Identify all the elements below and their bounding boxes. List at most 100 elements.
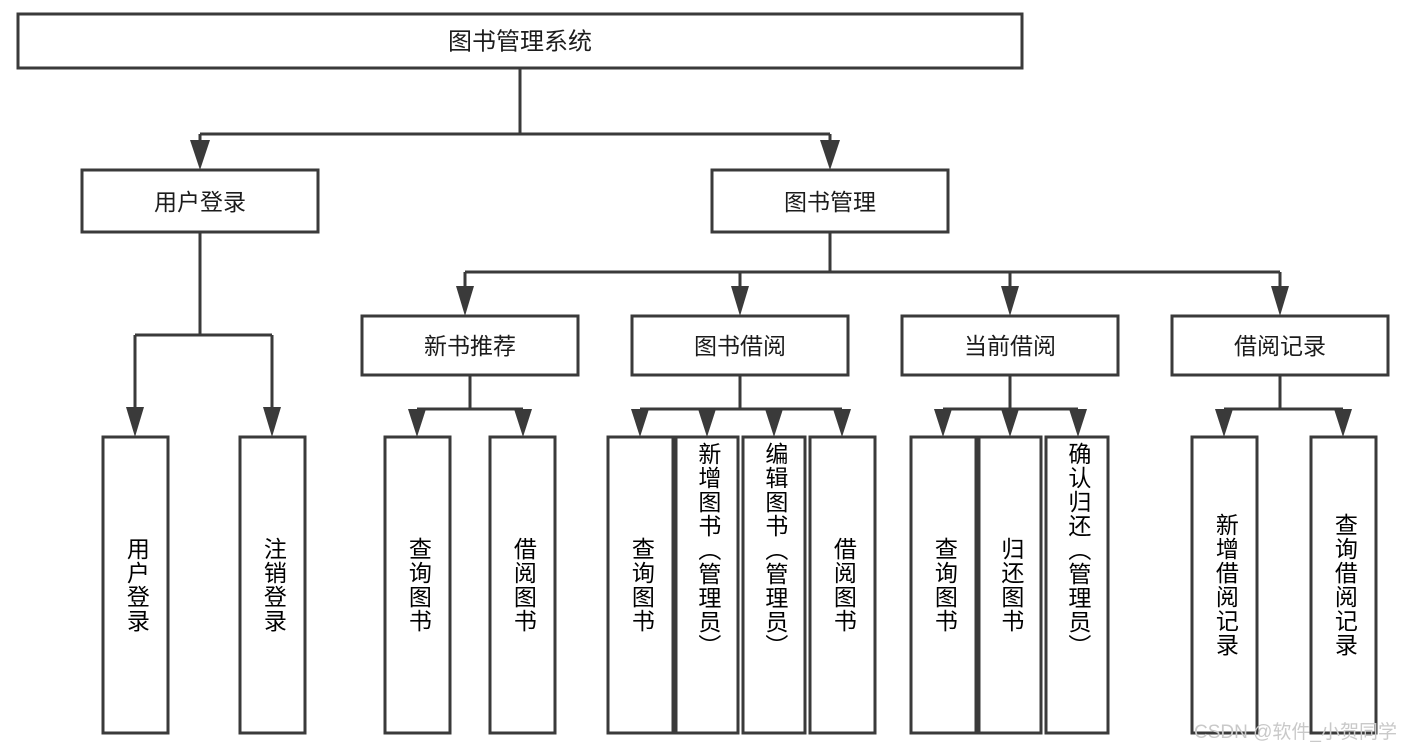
arrow-head-borrowrecord bbox=[1271, 286, 1289, 316]
leaf-user-login-do-label: 用户登录 bbox=[123, 537, 150, 633]
leaf-query-borrow-record[interactable]: 查询借阅记录 bbox=[1309, 435, 1378, 735]
connector-group-borrowrecord bbox=[1215, 375, 1352, 437]
leaf-edit-book-admin-label: 编辑图书（管理员） bbox=[761, 442, 788, 658]
leaf-query-borrow-record-label: 查询借阅记录 bbox=[1331, 513, 1358, 657]
leaf-query-borrow-record-box[interactable] bbox=[1309, 435, 1378, 735]
leaf-logout-box[interactable] bbox=[238, 435, 307, 735]
leaf-borrow-query-book[interactable]: 查询图书 bbox=[606, 435, 675, 735]
arrow-head-bookmgmt bbox=[820, 140, 840, 170]
arrow-head-currentborrow-leaf-2 bbox=[1001, 409, 1019, 437]
arrow-head-bookborrow-leaf-2 bbox=[698, 409, 716, 437]
leaf-current-query-book-box[interactable] bbox=[909, 435, 978, 735]
arrow-head-bookborrow-leaf-4 bbox=[833, 409, 851, 437]
leaf-recommend-query-book-label: 查询图书 bbox=[405, 537, 432, 633]
node-book-borrow-label: 图书借阅 bbox=[694, 333, 786, 359]
leaf-borrow-book[interactable]: 借阅图书 bbox=[808, 435, 877, 735]
connector-group-root bbox=[190, 68, 840, 170]
arrow-head-borrowrecord-leaf-2 bbox=[1334, 409, 1352, 437]
leaf-edit-book-admin-box[interactable] bbox=[741, 435, 807, 735]
node-user-login[interactable]: 用户登录 bbox=[80, 168, 320, 234]
leaf-recommend-borrow-book-text-area: 借阅图书 bbox=[510, 537, 537, 633]
leaf-add-book-admin-text-area: 新增图书（管理员） bbox=[694, 442, 721, 658]
leaf-user-login-do-box[interactable] bbox=[101, 435, 170, 735]
node-borrow-record[interactable]: 借阅记录 bbox=[1170, 314, 1390, 377]
node-user-login-box[interactable] bbox=[80, 168, 320, 234]
connector-group-bookmgmt bbox=[456, 232, 1289, 316]
leaf-add-borrow-record-text-area: 新增借阅记录 bbox=[1212, 513, 1239, 657]
arrow-head-currentborrow bbox=[1001, 286, 1019, 316]
node-current-borrow-label: 当前借阅 bbox=[964, 333, 1056, 359]
leaf-add-borrow-record[interactable]: 新增借阅记录 bbox=[1190, 435, 1259, 735]
node-borrow-record-box[interactable] bbox=[1170, 314, 1390, 377]
node-book-management-label: 图书管理 bbox=[784, 189, 876, 215]
arrow-head-user-login-leaf bbox=[126, 407, 144, 437]
leaf-add-borrow-record-box[interactable] bbox=[1190, 435, 1259, 735]
leaf-borrow-book-label: 借阅图书 bbox=[830, 537, 857, 633]
leaf-logout[interactable]: 注销登录 bbox=[238, 435, 307, 735]
node-book-borrow-box[interactable] bbox=[630, 314, 850, 377]
arrow-head-borrowrecord-leaf-1 bbox=[1215, 409, 1233, 437]
node-new-book-recommend-box[interactable] bbox=[360, 314, 580, 377]
arrow-head-newbook-leaf-1 bbox=[408, 409, 426, 437]
leaf-confirm-return-admin[interactable]: 确认归还（管理员） bbox=[1044, 435, 1110, 735]
leaf-current-query-book[interactable]: 查询图书 bbox=[909, 435, 978, 735]
arrow-head-currentborrow-leaf-3 bbox=[1069, 409, 1087, 437]
node-current-borrow[interactable]: 当前借阅 bbox=[900, 314, 1120, 377]
node-current-borrow-box[interactable] bbox=[900, 314, 1120, 377]
leaf-borrow-query-book-label: 查询图书 bbox=[628, 537, 655, 633]
connector-group-bookborrow bbox=[631, 375, 851, 437]
node-new-book-recommend[interactable]: 新书推荐 bbox=[360, 314, 580, 377]
leaf-edit-book-admin-text-area: 编辑图书（管理员） bbox=[761, 442, 788, 658]
leaf-return-book-label: 归还图书 bbox=[997, 537, 1024, 633]
node-new-book-recommend-label: 新书推荐 bbox=[424, 333, 516, 359]
arrow-head-currentborrow-leaf-1 bbox=[934, 409, 952, 437]
leaf-return-book[interactable]: 归还图书 bbox=[977, 435, 1043, 735]
node-root-box[interactable] bbox=[16, 12, 1024, 70]
arrow-head-bookborrow bbox=[731, 286, 749, 316]
leaf-add-book-admin[interactable]: 新增图书（管理员） bbox=[674, 435, 740, 735]
leaf-borrow-query-book-text-area: 查询图书 bbox=[628, 537, 655, 633]
node-borrow-record-label: 借阅记录 bbox=[1234, 333, 1326, 359]
leaf-confirm-return-admin-label: 确认归还（管理员） bbox=[1064, 442, 1091, 658]
connector-group-currentborrow bbox=[934, 375, 1087, 437]
arrow-head-newbook-leaf-2 bbox=[514, 409, 532, 437]
leaf-recommend-query-book-text-area: 查询图书 bbox=[405, 537, 432, 633]
leaf-borrow-book-box[interactable] bbox=[808, 435, 877, 735]
arrow-head-userlogin bbox=[190, 140, 210, 170]
leaf-edit-book-admin[interactable]: 编辑图书（管理员） bbox=[741, 435, 807, 735]
leaf-recommend-borrow-book[interactable]: 借阅图书 bbox=[488, 435, 557, 735]
node-book-management[interactable]: 图书管理 bbox=[710, 168, 950, 234]
node-root-label: 图书管理系统 bbox=[448, 29, 592, 56]
leaf-logout-label: 注销登录 bbox=[260, 537, 287, 633]
leaf-confirm-return-admin-box[interactable] bbox=[1044, 435, 1110, 735]
leaf-recommend-query-book-box[interactable] bbox=[383, 435, 452, 735]
leaf-recommend-borrow-book-label: 借阅图书 bbox=[510, 537, 537, 633]
node-root-system[interactable]: 图书管理系统 bbox=[16, 12, 1024, 70]
leaf-logout-text-area: 注销登录 bbox=[260, 537, 287, 633]
leaf-query-borrow-record-text-area: 查询借阅记录 bbox=[1331, 513, 1358, 657]
leaf-confirm-return-admin-text-area: 确认归还（管理员） bbox=[1064, 442, 1091, 658]
leaf-user-login-do[interactable]: 用户登录 bbox=[101, 435, 170, 735]
leaf-add-borrow-record-label: 新增借阅记录 bbox=[1212, 513, 1239, 657]
leaf-borrow-query-book-box[interactable] bbox=[606, 435, 675, 735]
arrow-head-logout-leaf bbox=[263, 407, 281, 437]
leaf-current-query-book-text-area: 查询图书 bbox=[931, 537, 958, 633]
connector-group-newbook bbox=[408, 375, 532, 437]
leaf-borrow-book-text-area: 借阅图书 bbox=[830, 537, 857, 633]
leaf-return-book-box[interactable] bbox=[977, 435, 1043, 735]
leaf-recommend-borrow-book-box[interactable] bbox=[488, 435, 557, 735]
leaf-recommend-query-book[interactable]: 查询图书 bbox=[383, 435, 452, 735]
arrow-head-bookborrow-leaf-3 bbox=[765, 409, 783, 437]
arrow-head-newbook bbox=[456, 286, 474, 316]
node-user-login-label: 用户登录 bbox=[154, 189, 246, 215]
node-book-management-box[interactable] bbox=[710, 168, 950, 234]
leaf-user-login-do-text-area: 用户登录 bbox=[123, 537, 150, 633]
node-book-borrow[interactable]: 图书借阅 bbox=[630, 314, 850, 377]
leaf-current-query-book-label: 查询图书 bbox=[931, 537, 958, 633]
leaf-return-book-text-area: 归还图书 bbox=[997, 537, 1024, 633]
connector-group-userlogin bbox=[126, 232, 281, 437]
leaf-add-book-admin-box[interactable] bbox=[674, 435, 740, 735]
leaf-add-book-admin-label: 新增图书（管理员） bbox=[694, 442, 721, 658]
